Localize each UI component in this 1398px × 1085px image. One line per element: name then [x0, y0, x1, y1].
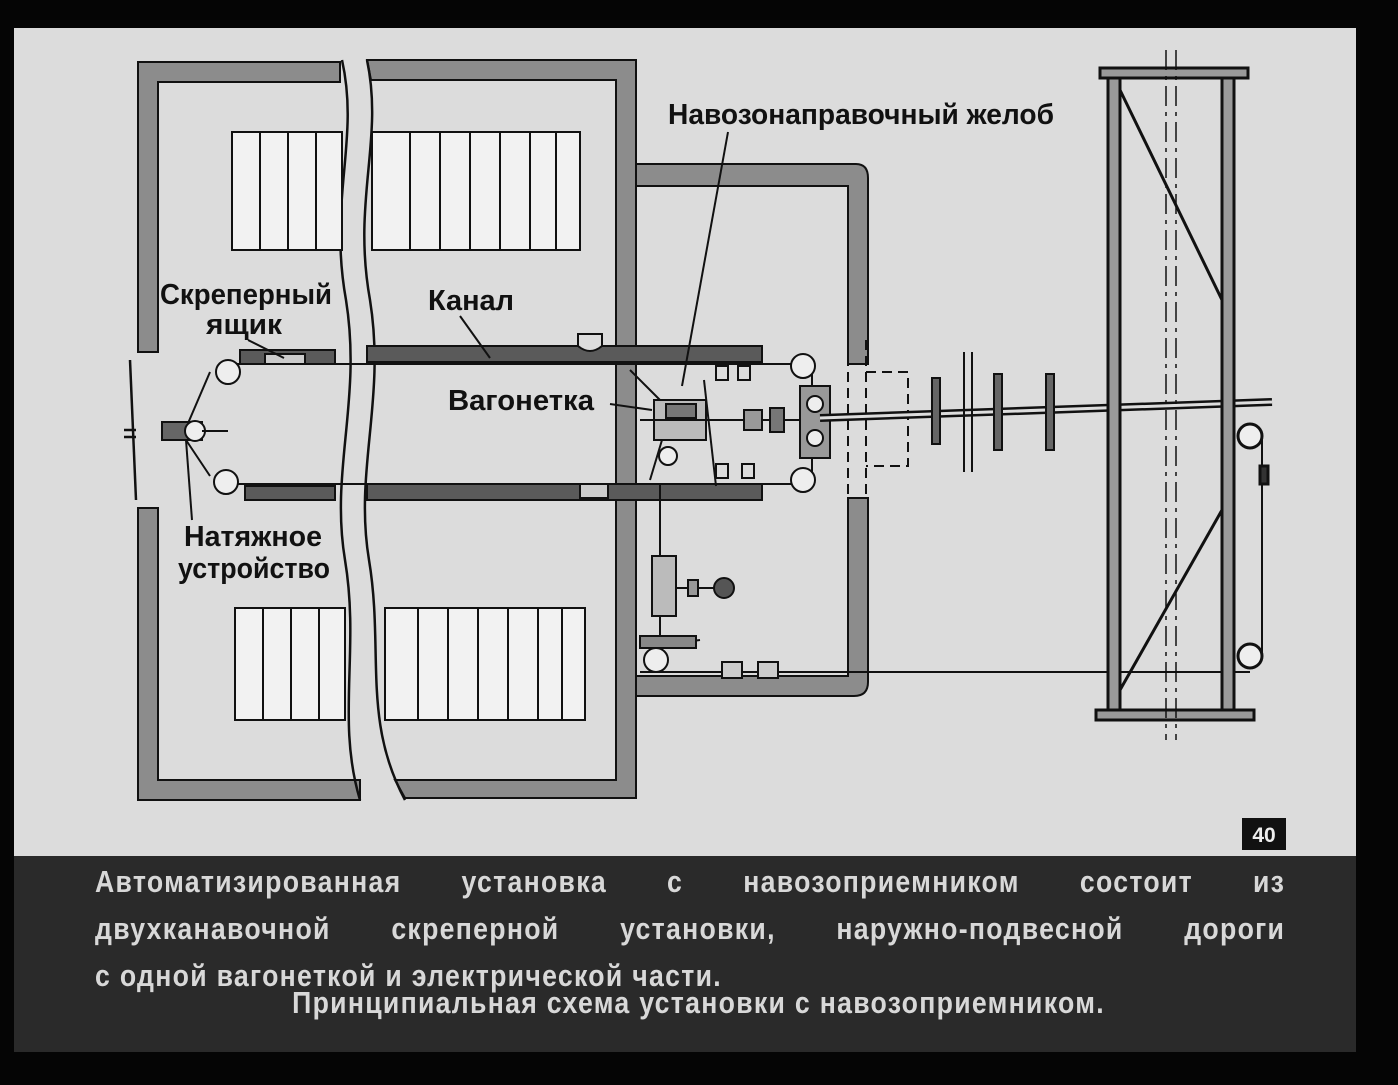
break-lines	[124, 59, 407, 801]
caption-subtitle-text: Принципиальная схема установки с навозоп…	[292, 985, 1106, 1020]
caption-line-1: Автоматизированная установка с навозопри…	[95, 864, 1286, 899]
barn-left-section	[137, 61, 361, 801]
leader-scraper-box	[247, 339, 285, 359]
paper-background	[14, 28, 1356, 856]
label-tensioner-line2: устройство	[178, 553, 330, 585]
caption-text: Автоматизированная установка с навозопри…	[95, 858, 1284, 999]
monorail-receiver	[819, 352, 1273, 472]
electrical-part	[639, 484, 1250, 679]
stalls-bottom	[234, 607, 586, 721]
channels	[239, 333, 763, 501]
label-tensioner-line1: Натяжное	[184, 521, 322, 553]
scraper-cable	[161, 353, 816, 521]
leader-channel	[459, 315, 491, 359]
slide-number: 40	[1252, 824, 1275, 847]
caption-subtitle: Принципиальная схема установки с навозоп…	[0, 985, 1398, 1021]
trolley-assembly	[609, 365, 831, 487]
label-channel: Канал	[428, 285, 514, 317]
caption-line-3: с одной вагонеткой и электрической части…	[95, 958, 722, 993]
caption-band	[14, 856, 1356, 1052]
annex-room	[635, 163, 869, 697]
label-scraper-box-line1: Скреперный	[160, 279, 332, 311]
label-chute: Навозонаправочный желоб	[668, 99, 1054, 131]
stalls-top	[231, 131, 581, 251]
label-scraper-box-line2: ящик	[205, 309, 283, 341]
caption-line-2: двухканавочной скреперной установки, нар…	[95, 911, 1286, 946]
label-trolley: Вагонетка	[448, 385, 595, 417]
receiver-frame	[1094, 50, 1270, 740]
leader-chute	[681, 131, 729, 387]
slide-number-box	[1242, 818, 1286, 850]
